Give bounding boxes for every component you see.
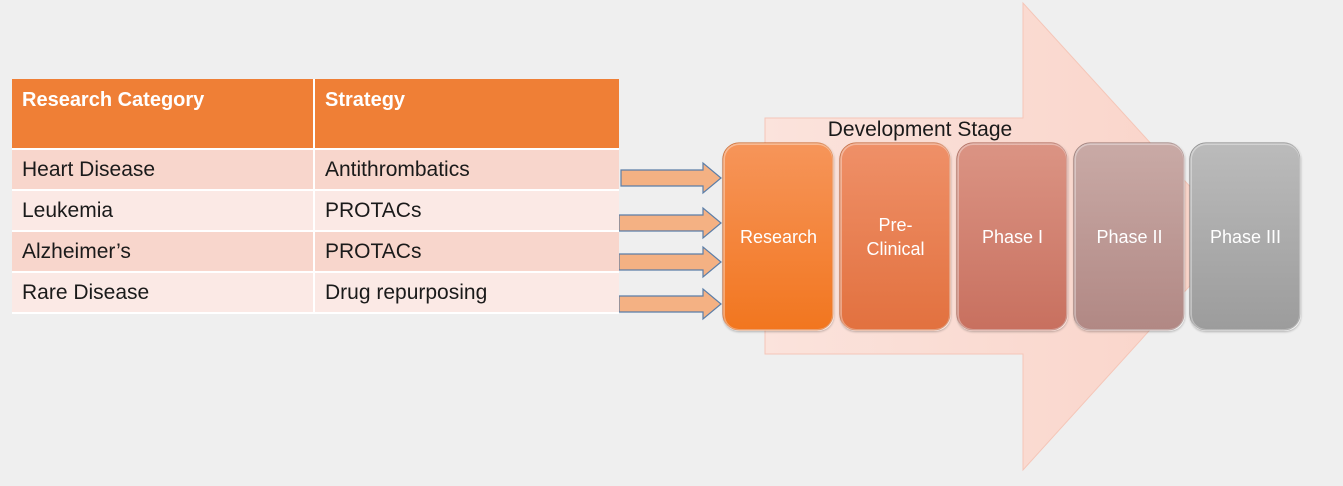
cell-category: Rare Disease <box>12 273 315 314</box>
arrow-row-2 <box>618 206 722 240</box>
table-header-row: Research Category Strategy <box>12 79 619 150</box>
arrow-row-1 <box>620 161 722 195</box>
stage-label-line1: Research <box>739 227 818 247</box>
stage-phase-3: Phase III <box>1190 143 1301 331</box>
cell-category: Heart Disease <box>12 150 315 191</box>
development-stage-title: Development Stage <box>827 118 1013 141</box>
stage-research: Research <box>723 143 834 331</box>
cell-category: Leukemia <box>12 191 315 232</box>
stage-box-research-bg <box>722 142 834 331</box>
cell-strategy: PROTACs <box>315 191 619 232</box>
cell-strategy: PROTACs <box>315 232 619 273</box>
table-row: Alzheimer’s PROTACs <box>12 232 619 273</box>
stage-box-preclinical-bg <box>839 142 951 331</box>
stage-label-line2: Clinical <box>866 239 925 259</box>
cell-strategy: Drug repurposing <box>315 273 619 314</box>
stage-label-line1: Pre- <box>878 215 913 235</box>
table-row: Leukemia PROTACs <box>12 191 619 232</box>
cell-category: Alzheimer’s <box>12 232 315 273</box>
cell-strategy: Antithrombatics <box>315 150 619 191</box>
header-research-category: Research Category <box>12 79 315 150</box>
stage-phase-2: Phase II <box>1074 143 1185 331</box>
arrow-row-3 <box>618 245 722 279</box>
connector-arrows <box>618 161 722 321</box>
stage-label-line1: Phase I <box>981 227 1044 247</box>
header-strategy: Strategy <box>315 79 619 150</box>
table-row: Rare Disease Drug repurposing <box>12 273 619 314</box>
table-row: Heart Disease Antithrombatics <box>12 150 619 191</box>
stage-box-phase2-bg <box>1073 142 1185 331</box>
stage-label-line1: Phase II <box>1096 227 1163 247</box>
stage-box-phase3-bg <box>1189 142 1301 331</box>
stage-preclinical: Pre- Clinical <box>840 143 951 331</box>
stage-label-line1: Phase III <box>1209 227 1282 247</box>
research-table: Research Category Strategy Heart Disease… <box>12 79 619 314</box>
arrow-row-4 <box>618 287 722 321</box>
stage-phase-1: Phase I <box>957 143 1068 331</box>
stage-box-phase1-bg <box>956 142 1068 331</box>
